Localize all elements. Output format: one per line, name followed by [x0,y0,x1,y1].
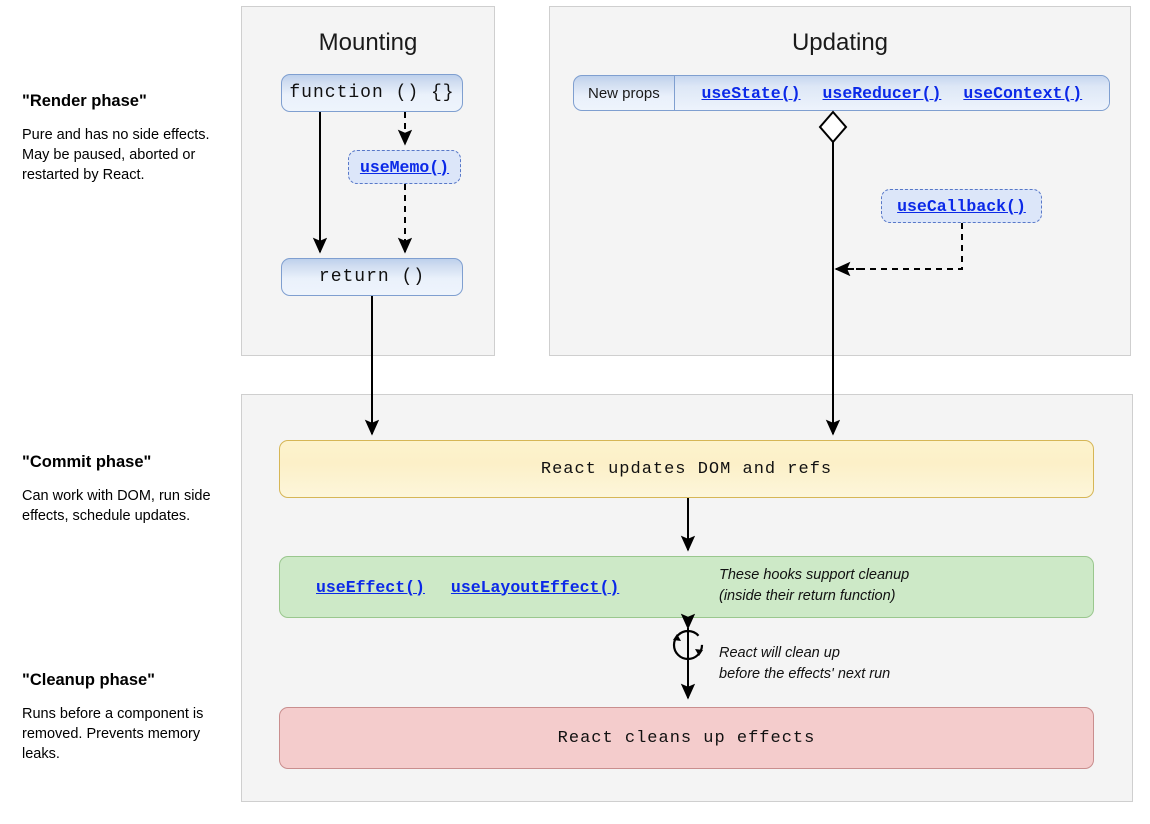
use-state-link[interactable]: useState() [701,83,801,103]
note-effects-cleanup: These hooks support cleanup (inside thei… [719,565,909,607]
use-layout-effect-link[interactable]: useLayoutEffect() [450,577,620,597]
use-callback-link[interactable]: useCallback() [897,196,1026,216]
phase-label-commit: "Commit phase" Can work with DOM, run si… [22,453,212,526]
node-function-declaration[interactable]: function () {} [281,74,463,112]
node-function-declaration-label: function () {} [289,83,455,103]
use-reducer-link[interactable]: useReducer() [822,83,942,103]
phase-title-commit: "Commit phase" [22,453,152,471]
new-props-cell[interactable]: New props [574,76,674,110]
node-return-label: return () [318,267,426,287]
note-cleanup-timing-line2: before the effects' next run [719,666,891,682]
note-cleanup-timing: React will clean up before the effects' … [719,643,890,685]
node-return[interactable]: return () [281,258,463,296]
node-effect-hooks[interactable]: useEffect() useLayoutEffect() [279,556,1094,618]
node-react-updates-dom-label: React updates DOM and refs [540,459,833,479]
panel-updating: Updating [549,6,1131,356]
node-react-cleans-up-effects[interactable]: React cleans up effects [279,707,1094,769]
use-effect-link[interactable]: useEffect() [316,577,425,597]
panel-title-updating: Updating [791,29,889,56]
node-use-callback[interactable]: useCallback() [881,189,1042,223]
new-props-label: New props [588,84,660,102]
panel-title-mounting: Mounting [318,29,418,56]
phase-label-render: "Render phase" Pure and has no side effe… [22,92,212,185]
phase-title-cleanup: "Cleanup phase" [22,671,156,689]
note-effects-cleanup-line1: These hooks support cleanup [719,567,910,583]
use-context-link[interactable]: useContext() [963,83,1083,103]
node-state-hooks-bar[interactable]: New props useState() useReducer() useCon… [573,75,1110,111]
phase-title-render: "Render phase" [22,92,147,110]
phase-description-commit: Can work with DOM, run side effects, sch… [22,488,211,524]
node-use-memo[interactable]: useMemo() [348,150,461,184]
note-cleanup-timing-line1: React will clean up [719,645,840,661]
node-react-updates-dom[interactable]: React updates DOM and refs [279,440,1094,498]
state-hooks-cell[interactable]: useState() useReducer() useContext() [673,76,1109,110]
node-react-cleans-up-effects-label: React cleans up effects [557,728,816,748]
phase-description-render: Pure and has no side effects. May be pau… [22,127,210,183]
use-memo-link[interactable]: useMemo() [359,157,450,177]
note-effects-cleanup-line2: (inside their return function) [719,588,896,604]
phase-label-cleanup: "Cleanup phase" Runs before a component … [22,671,212,764]
phase-description-cleanup: Runs before a component is removed. Prev… [22,706,204,762]
